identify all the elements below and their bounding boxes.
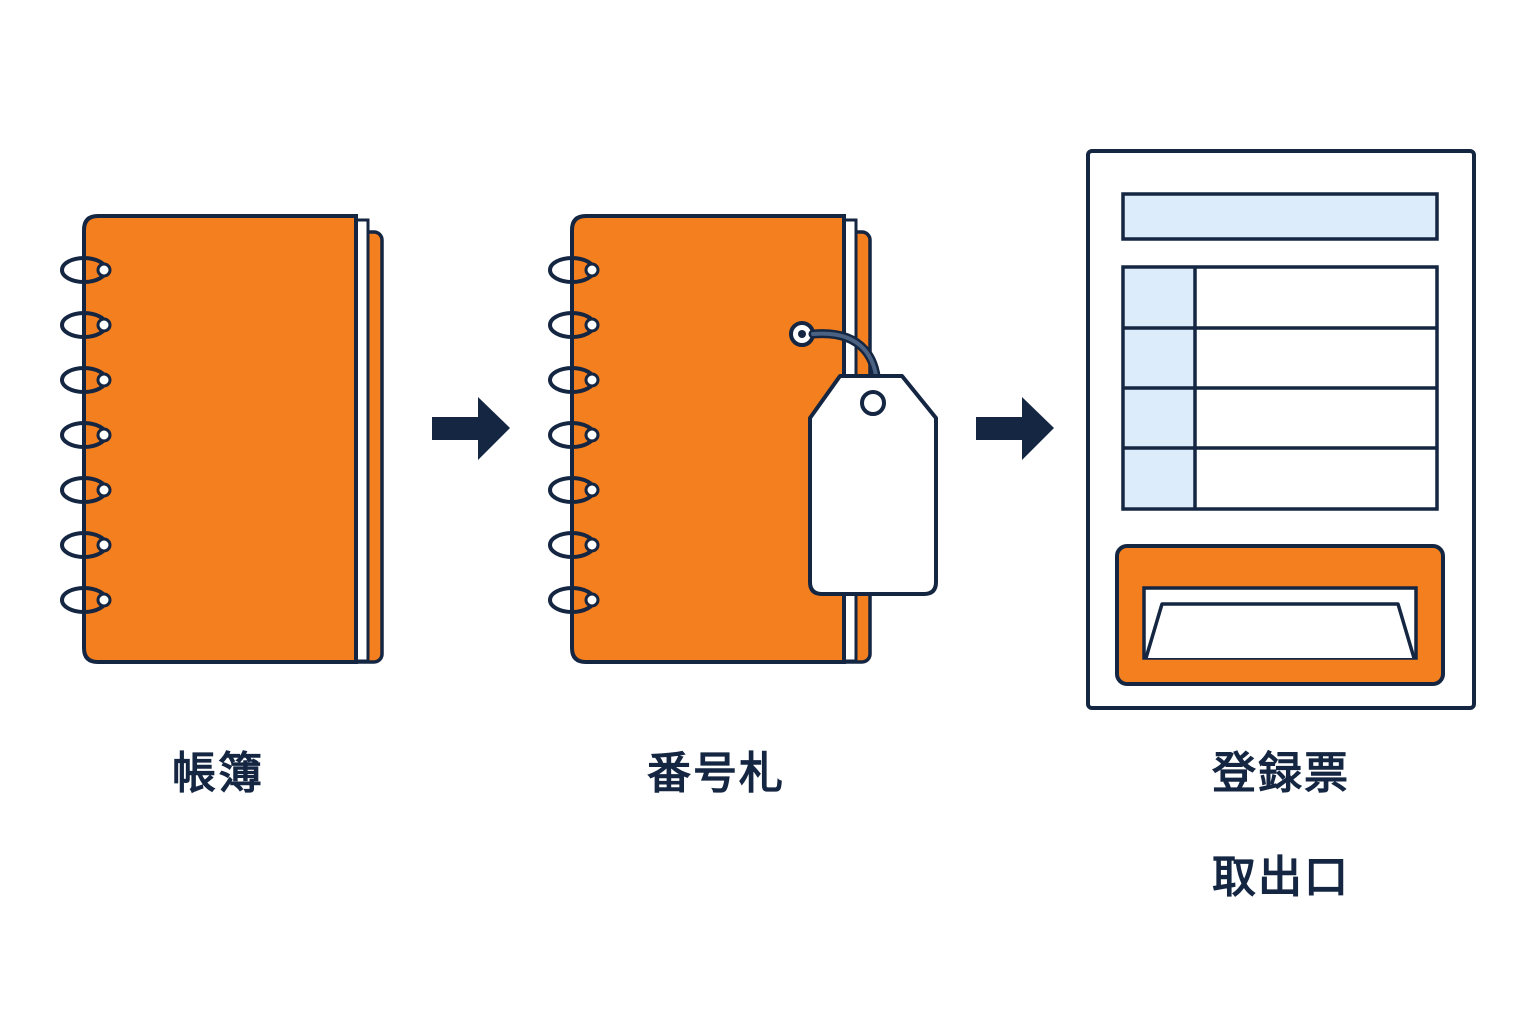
spiral-hole bbox=[584, 427, 600, 443]
step-label-registration-form: 登録票 bbox=[1212, 748, 1350, 799]
spiral-hole bbox=[96, 372, 112, 388]
number-tag-icon bbox=[808, 374, 938, 596]
spiral-hole bbox=[96, 592, 112, 608]
step-label-ledger: 帳簿 bbox=[172, 748, 264, 799]
spiral-notebook-icon bbox=[60, 214, 384, 664]
registration-form-with-tray-icon bbox=[1086, 149, 1476, 710]
notebook-with-tag-icon bbox=[548, 214, 938, 664]
spiral-hole bbox=[96, 262, 112, 278]
right-arrow-icon bbox=[432, 397, 510, 460]
form-table bbox=[1121, 265, 1439, 511]
spiral-hole bbox=[584, 482, 600, 498]
spiral-hole bbox=[584, 317, 600, 333]
step-label-pickup-slot: 取出口 bbox=[1212, 852, 1350, 903]
spiral-hole bbox=[96, 427, 112, 443]
right-arrow-icon bbox=[976, 397, 1054, 460]
spiral-hole bbox=[96, 482, 112, 498]
step-label-number-tag: 番号札 bbox=[647, 748, 785, 799]
spiral-binding-icon bbox=[60, 256, 112, 614]
spiral-hole bbox=[584, 592, 600, 608]
spiral-hole bbox=[584, 372, 600, 388]
spiral-hole bbox=[96, 317, 112, 333]
spiral-hole bbox=[96, 537, 112, 553]
spiral-hole bbox=[584, 537, 600, 553]
form-header-bar bbox=[1121, 192, 1439, 241]
spiral-binding-icon bbox=[548, 256, 600, 614]
pickup-slot-icon bbox=[1115, 544, 1445, 686]
spiral-hole bbox=[584, 262, 600, 278]
